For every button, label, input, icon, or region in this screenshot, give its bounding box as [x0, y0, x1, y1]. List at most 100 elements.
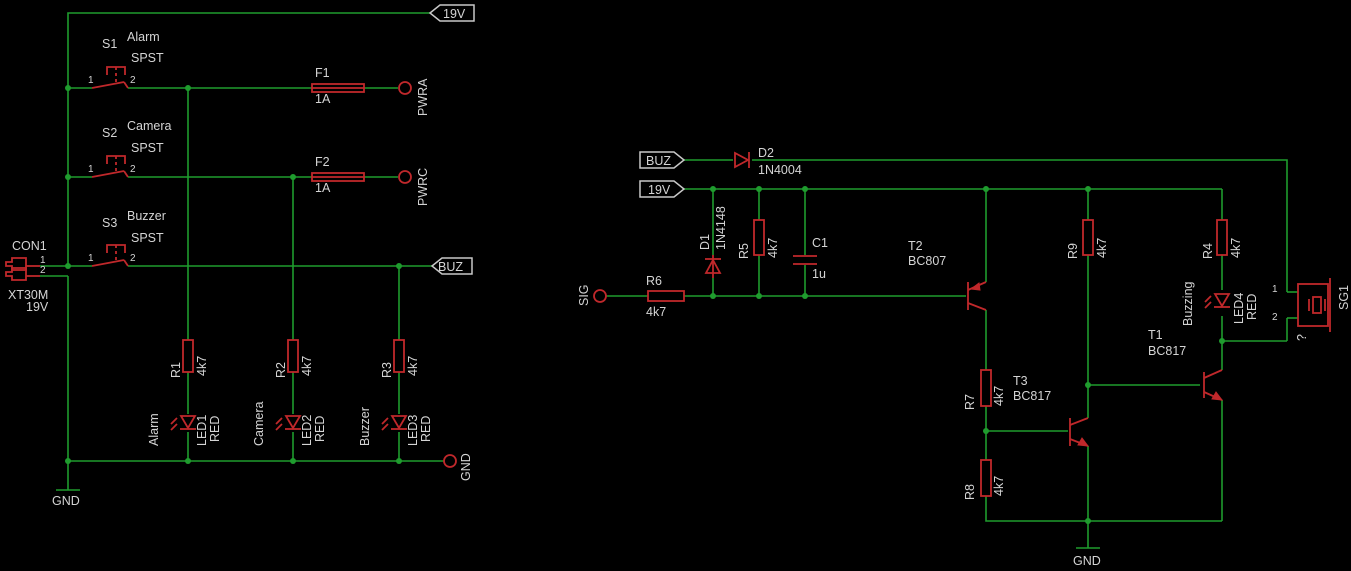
resistor-ref: R2: [274, 362, 288, 378]
transistor-part: BC817: [1148, 344, 1186, 358]
pin-number: 2: [1272, 312, 1278, 323]
switch-s3[interactable]: S3 Buzzer SPST 1 2: [88, 209, 166, 267]
led-led2[interactable]: Camera LED2 RED: [252, 401, 327, 446]
fuse-f2[interactable]: F2 1A: [311, 155, 365, 195]
resistor-value: 4k7: [300, 356, 314, 376]
resistor-ref: R9: [1066, 243, 1080, 259]
transistor-part: BC807: [908, 254, 946, 268]
led-led4[interactable]: Buzzing LED4 RED: [1181, 281, 1259, 326]
led-color: RED: [1245, 294, 1259, 320]
net-label-19v-top[interactable]: 19V: [428, 4, 475, 22]
led-ref: LED3: [406, 415, 420, 446]
net-label-text: 19V: [443, 7, 466, 21]
fuse-ref: F2: [315, 155, 330, 169]
transistor-t1[interactable]: T1 BC817: [1148, 328, 1224, 401]
switch-name: Camera: [127, 119, 172, 133]
net-label-text: 19V: [648, 183, 671, 197]
resistor-ref: R6: [646, 274, 662, 288]
junction-dot: [185, 85, 191, 91]
diode-d2[interactable]: D2 1N4004: [734, 146, 802, 177]
fuse-value: 1A: [315, 92, 331, 106]
pad-label: SIG: [577, 284, 591, 306]
resistor-r8[interactable]: R8 4k7: [963, 459, 1006, 500]
gnd-label: GND: [52, 494, 80, 508]
net-label-text: BUZ: [438, 260, 463, 274]
transistor-part: BC817: [1013, 389, 1051, 403]
switch-s2[interactable]: S2 Camera SPST 1 2: [88, 119, 172, 178]
resistor-value: 4k7: [992, 386, 1006, 406]
junction-dot: [756, 293, 762, 299]
led-led1[interactable]: Alarm LED1 RED: [147, 413, 222, 446]
pin-number: 1: [1272, 284, 1278, 295]
junction-dot: [65, 263, 71, 269]
net-label-buz-out[interactable]: BUZ: [430, 257, 473, 275]
pin-number: 1: [88, 164, 94, 175]
resistor-r2[interactable]: R2 4k7: [274, 339, 314, 378]
led-name: Alarm: [147, 413, 161, 446]
resistor-r1[interactable]: R1 4k7: [169, 339, 209, 378]
net-label-19v-right[interactable]: 19V: [639, 180, 686, 198]
switch-ref: S3: [102, 216, 117, 230]
wires-left: [40, 12, 444, 491]
resistor-value: 4k7: [766, 238, 780, 258]
buzzer-sg1[interactable]: 1 2 SG1 ?: [1272, 278, 1351, 341]
net-label-text: BUZ: [646, 154, 671, 168]
switch-ref: S1: [102, 37, 117, 51]
capacitor-c1[interactable]: C1 1u: [793, 236, 828, 281]
junction-dot: [710, 186, 716, 192]
led-led3[interactable]: Buzzer LED3 RED: [358, 407, 433, 446]
capacitor-ref: C1: [812, 236, 828, 250]
resistor-r6[interactable]: R6 4k7: [646, 274, 685, 319]
led-ref: LED2: [300, 415, 314, 446]
net-label-buz-in[interactable]: BUZ: [639, 151, 686, 169]
resistor-value: 4k7: [1229, 238, 1243, 258]
resistor-r4[interactable]: R4 4k7: [1201, 219, 1243, 259]
junctions-right: [710, 186, 1225, 524]
junction-dot: [802, 186, 808, 192]
transistor-t3[interactable]: T3 BC817: [1013, 374, 1090, 447]
junction-dot: [290, 174, 296, 180]
resistor-value: 4k7: [646, 305, 666, 319]
junction-dot: [1219, 338, 1225, 344]
transistor-ref: T2: [908, 239, 923, 253]
connector-value: 19V: [26, 300, 49, 314]
diode-part: 1N4004: [758, 163, 802, 177]
diode-part: 1N4148: [714, 206, 728, 250]
junctions-left: [65, 85, 402, 464]
fuse-f1[interactable]: F1 1A: [311, 66, 365, 106]
resistor-value: 4k7: [1095, 238, 1109, 258]
transistor-ref: T1: [1148, 328, 1163, 342]
resistor-r9[interactable]: R9 4k7: [1066, 219, 1109, 259]
junction-dot: [710, 293, 716, 299]
diode-ref: D1: [698, 234, 712, 250]
buzzer-ref: SG1: [1337, 285, 1351, 310]
pin-number: 2: [130, 75, 136, 86]
junction-dot: [756, 186, 762, 192]
switch-s1[interactable]: S1 Alarm SPST 1 2: [88, 30, 164, 89]
pad-pwrc[interactable]: PWRC: [398, 168, 430, 206]
fuse-ref: F1: [315, 66, 330, 80]
capacitor-value: 1u: [812, 267, 826, 281]
pad-gnd[interactable]: GND: [443, 453, 473, 481]
pad-label: GND: [459, 453, 473, 481]
diode-d1[interactable]: D1 1N4148: [698, 206, 728, 278]
resistor-r7[interactable]: R7 4k7: [963, 369, 1006, 410]
switch-type: SPST: [131, 141, 164, 155]
buzzer-value: ?: [1295, 334, 1309, 341]
junction-dot: [65, 85, 71, 91]
pad-sig[interactable]: SIG: [577, 284, 607, 306]
junction-dot: [1085, 186, 1091, 192]
switch-name: Buzzer: [127, 209, 166, 223]
junction-dot: [983, 186, 989, 192]
resistor-r3[interactable]: R3 4k7: [380, 339, 420, 378]
transistor-t2[interactable]: T2 BC807: [908, 239, 987, 311]
resistor-ref: R4: [1201, 243, 1215, 259]
led-name: Camera: [252, 401, 266, 446]
wires-right: [606, 159, 1298, 549]
junction-dot: [65, 458, 71, 464]
transistor-ref: T3: [1013, 374, 1028, 388]
connector-con1[interactable]: CON1 1 2 XT30M 19V: [5, 239, 49, 314]
resistor-r5[interactable]: R5 4k7: [737, 219, 780, 259]
led-color: RED: [419, 416, 433, 442]
pad-pwra[interactable]: PWRA: [398, 78, 430, 116]
